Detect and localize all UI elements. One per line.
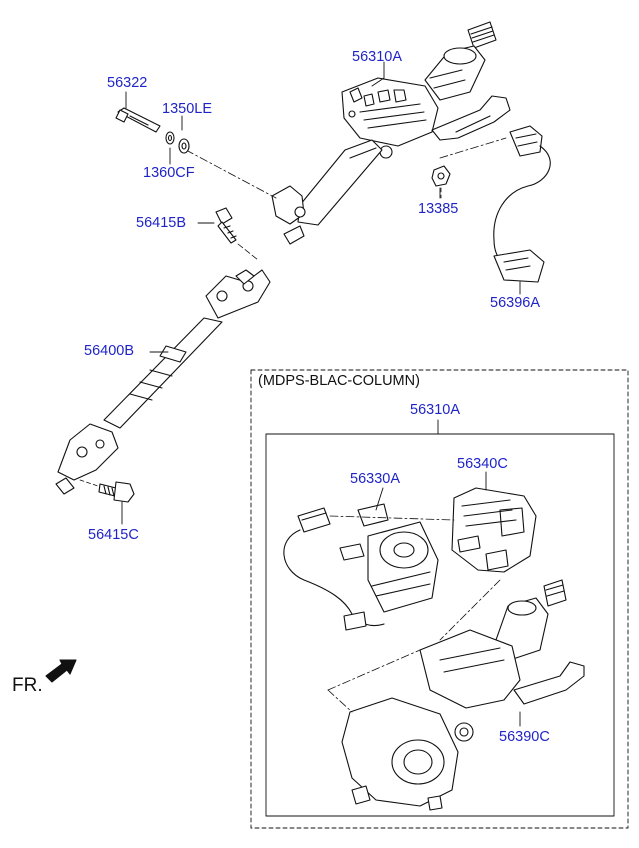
label-56400B: 56400B: [84, 343, 134, 359]
label-56390C: 56390C: [499, 729, 550, 745]
inset-title: (MDPS-BLAC-COLUMN): [258, 373, 420, 389]
bolt-56415C: [79, 479, 135, 503]
washer-1360CF: [165, 131, 175, 145]
intermediate-shaft: [55, 269, 271, 495]
label-1350LE: 1350LE: [162, 101, 212, 117]
bolt-56322: [115, 107, 161, 133]
front-direction-label: FR.: [12, 675, 43, 696]
label-56396A: 56396A: [490, 295, 540, 311]
label-13385: 13385: [418, 201, 459, 217]
label-56340C: 56340C: [457, 456, 508, 472]
washer-1350LE: [178, 138, 190, 154]
label-56415C: 56415C: [88, 527, 139, 543]
upper-steering-column: [185, 21, 551, 283]
label-56310A-top: 56310A: [352, 49, 402, 65]
bolt-56415B: [215, 207, 259, 261]
label-56330A: 56330A: [350, 471, 400, 487]
mdps-inset: [250, 369, 629, 829]
label-56310A-inset: 56310A: [410, 402, 460, 418]
label-56415B: 56415B: [136, 215, 186, 231]
label-1360CF: 1360CF: [143, 165, 195, 181]
front-arrow-icon: [45, 659, 77, 683]
leader-lines: [121, 61, 521, 727]
label-56322: 56322: [107, 75, 148, 91]
